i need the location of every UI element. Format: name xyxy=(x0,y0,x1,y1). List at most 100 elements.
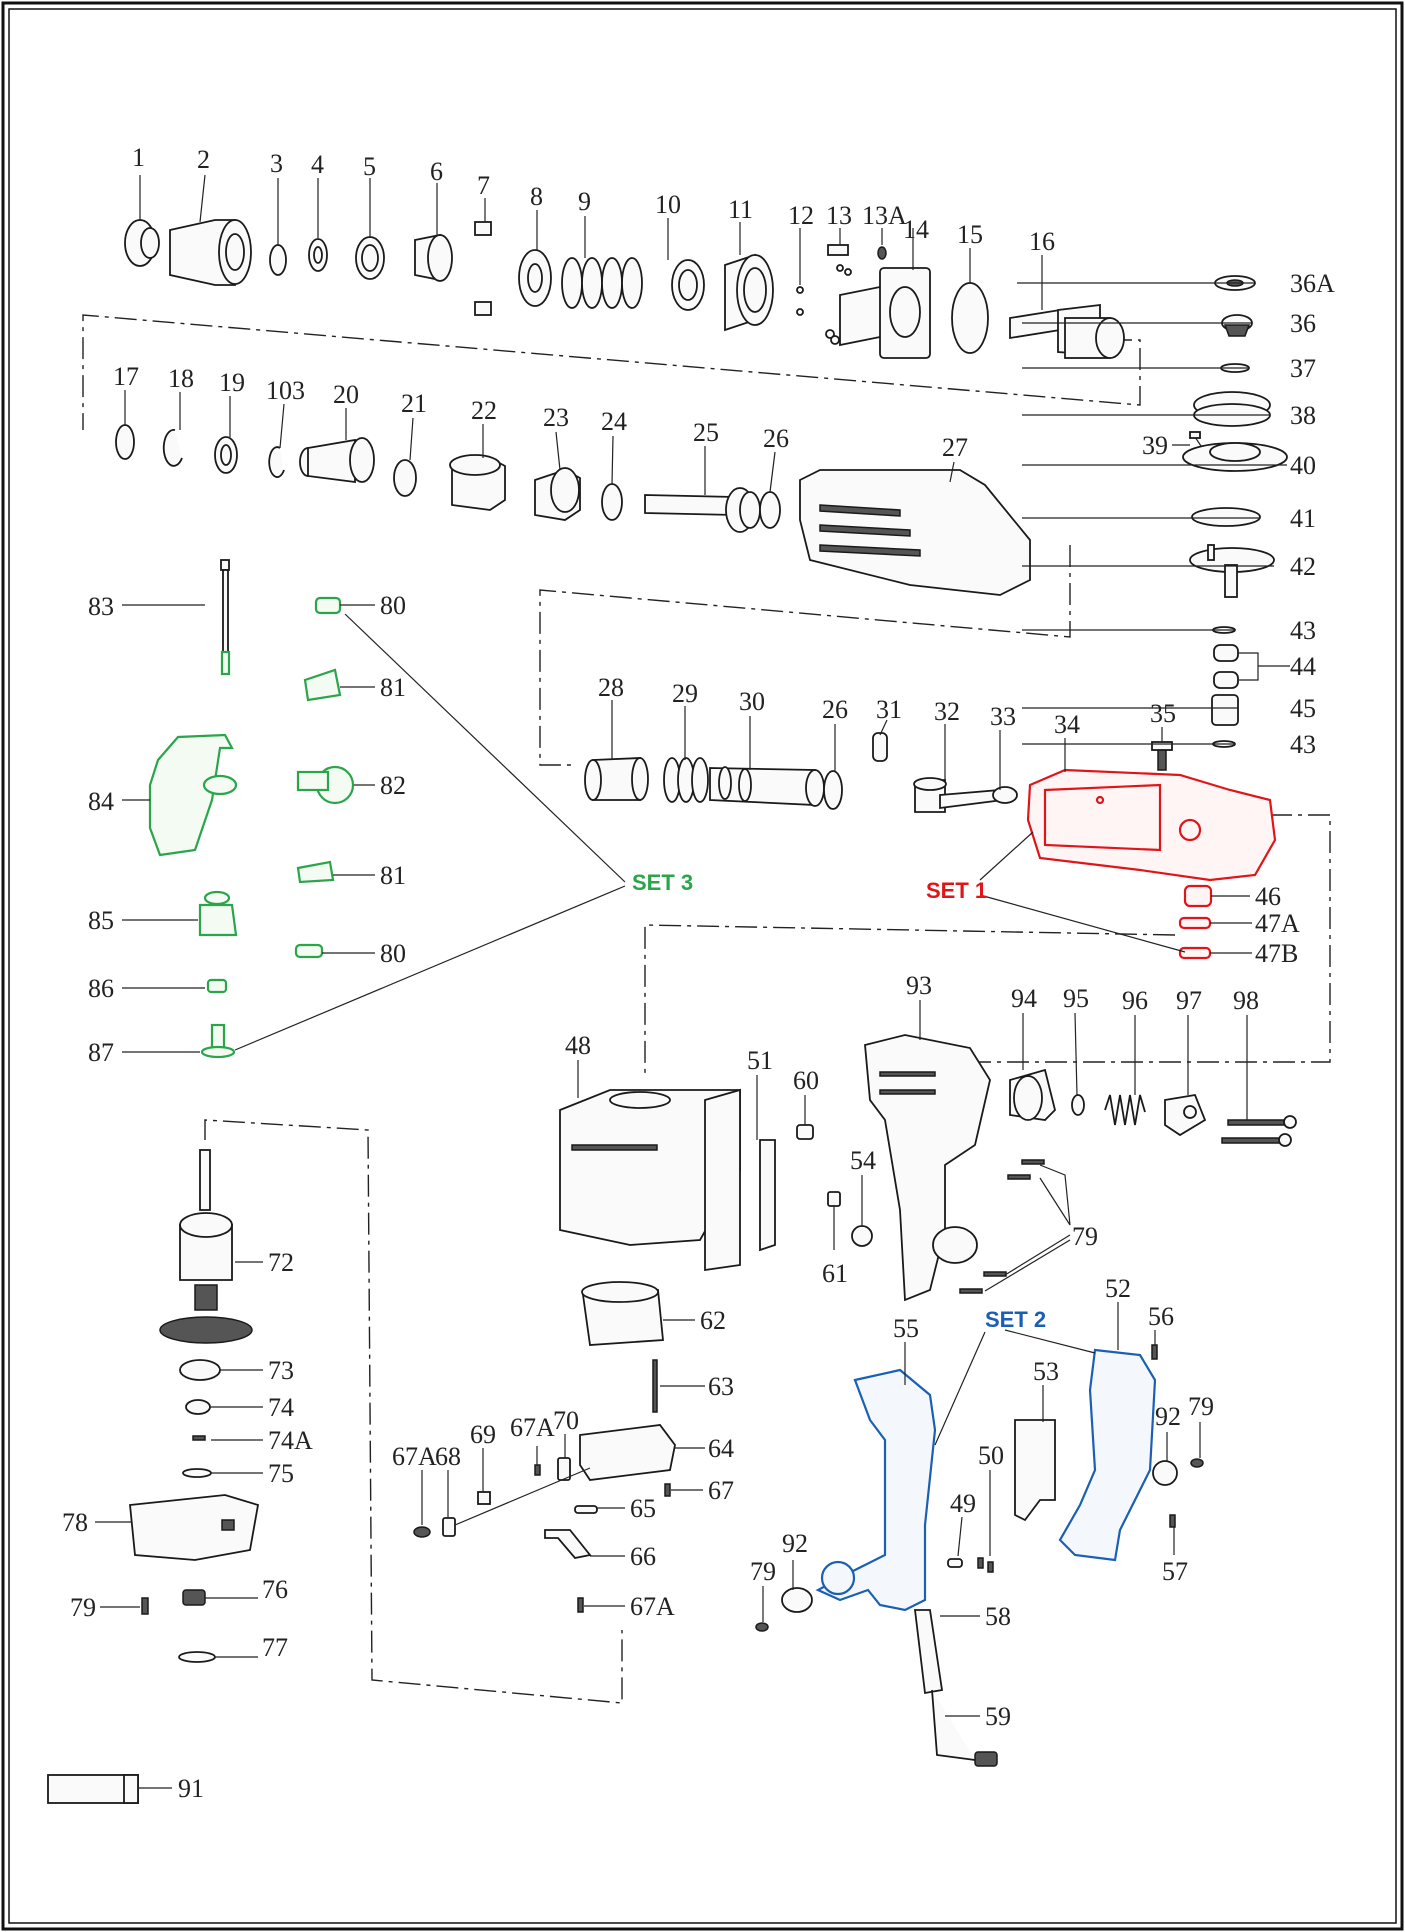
part-57-screw xyxy=(1169,1514,1176,1528)
part-19-washer xyxy=(214,436,238,474)
part-42-crank-gear xyxy=(1189,544,1275,598)
part-21-washer xyxy=(393,459,417,497)
callout-98: 98 xyxy=(1233,986,1259,1015)
callout-77: 77 xyxy=(262,1633,288,1662)
part-94-boot xyxy=(1009,1068,1056,1121)
callout-78: 78 xyxy=(62,1508,88,1537)
part-10-clutch-ring xyxy=(671,259,705,311)
callout-36: 36 xyxy=(1290,309,1316,338)
set3-label: SET 3 xyxy=(632,870,693,895)
part-2-chuck-sleeve xyxy=(169,219,252,286)
callout-43-upper: 43 xyxy=(1290,616,1316,645)
part-65-pin xyxy=(574,1505,598,1514)
callout-47b: 47B xyxy=(1255,939,1298,968)
callout-34: 34 xyxy=(1054,710,1080,739)
callout-93: 93 xyxy=(906,971,932,1000)
part-84-side-handle-clamp-set3 xyxy=(148,733,238,857)
callout-73: 73 xyxy=(268,1356,294,1385)
set3-leader-lines xyxy=(234,613,626,1051)
callout-51: 51 xyxy=(747,1046,773,1075)
callout-28: 28 xyxy=(598,673,624,702)
part-48-motor-housing xyxy=(559,1088,741,1272)
callout-31: 31 xyxy=(876,695,902,724)
part-14-flange-bearing-housing xyxy=(825,267,931,359)
part-97-bracket xyxy=(1164,1093,1207,1137)
callout-70: 70 xyxy=(553,1406,579,1435)
part-83-long-bolt-set3 xyxy=(220,559,231,676)
callout-62: 62 xyxy=(700,1306,726,1335)
part-87-stud-set3 xyxy=(200,1023,236,1059)
part-1-nose-cap xyxy=(124,219,160,267)
callout-85: 85 xyxy=(88,906,114,935)
callout-97: 97 xyxy=(1176,986,1202,1015)
callout-19: 19 xyxy=(219,368,245,397)
callout-50: 50 xyxy=(978,1441,1004,1470)
callout-67a-bottom: 67A xyxy=(630,1592,675,1621)
part-26-o-ring-lower xyxy=(823,770,843,810)
leader-lines xyxy=(95,174,1290,1789)
callout-81-lower: 81 xyxy=(380,861,406,890)
part-3-retaining-ring xyxy=(269,244,287,276)
set2-leader-lines xyxy=(934,1329,1096,1446)
callout-69: 69 xyxy=(470,1420,496,1449)
callout-32: 32 xyxy=(934,697,960,726)
callout-10: 10 xyxy=(655,190,681,219)
callout-63: 63 xyxy=(708,1372,734,1401)
part-79-screw-left xyxy=(755,1622,769,1632)
callout-75: 75 xyxy=(268,1459,294,1488)
part-78-motor-cover xyxy=(129,1494,260,1561)
callout-76: 76 xyxy=(262,1575,288,1604)
part-34-crank-housing-set1 xyxy=(1026,768,1277,882)
part-77-washer xyxy=(178,1651,216,1663)
part-64-switch-bracket xyxy=(579,1424,676,1481)
callout-41: 41 xyxy=(1290,504,1316,533)
callout-81-upper: 81 xyxy=(380,673,406,702)
set1-label: SET 1 xyxy=(926,878,987,903)
part-35-screw xyxy=(1151,741,1173,771)
part-49-spring xyxy=(947,1558,963,1568)
callout-37: 37 xyxy=(1290,354,1316,383)
callout-7: 7 xyxy=(477,171,490,200)
callout-64: 64 xyxy=(708,1434,734,1463)
callout-53: 53 xyxy=(1033,1357,1059,1386)
part-22-clutch xyxy=(449,454,506,511)
part-47b-washer-set1 xyxy=(1178,946,1212,960)
callout-3: 3 xyxy=(270,149,283,178)
callout-29: 29 xyxy=(672,679,698,708)
part-81-pinion-lower-set3 xyxy=(296,860,335,884)
callout-67a-left: 67A xyxy=(392,1442,437,1471)
part-60-brush xyxy=(796,1124,814,1140)
callout-26-lower: 26 xyxy=(822,695,848,724)
callout-79-handle: 79 xyxy=(1072,1222,1098,1251)
part-67a-screw-mid xyxy=(534,1464,541,1476)
part-13a-washer xyxy=(877,246,887,260)
part-58-cord-guard xyxy=(913,1609,944,1695)
part-6-sleeve xyxy=(414,233,453,282)
part-5-ring xyxy=(355,236,385,280)
part-79-screw-cover xyxy=(141,1597,149,1615)
part-59-power-cord xyxy=(931,1689,998,1767)
callout-21: 21 xyxy=(401,389,427,418)
callout-33: 33 xyxy=(990,702,1016,731)
callout-80-lower: 80 xyxy=(380,939,406,968)
part-81-pinion-upper-set3 xyxy=(303,668,342,702)
part-31-piston-pin xyxy=(872,732,888,762)
callout-56: 56 xyxy=(1148,1302,1174,1331)
part-75-washer xyxy=(182,1468,212,1478)
part-45-sleeve xyxy=(1211,694,1239,726)
part-44-needle-bearing xyxy=(1213,644,1239,689)
part-86-nut-set3 xyxy=(206,978,228,994)
callout-25: 25 xyxy=(693,418,719,447)
callout-40: 40 xyxy=(1290,451,1316,480)
callout-83: 83 xyxy=(88,592,114,621)
part-70-switch xyxy=(557,1457,571,1481)
callout-9: 9 xyxy=(578,187,591,216)
part-67a-screw-bottom xyxy=(577,1597,584,1613)
part-8-lock-plate xyxy=(518,249,552,307)
part-26-o-ring-upper xyxy=(759,491,781,529)
part-40-bearing-plate xyxy=(1182,442,1288,472)
part-17-o-ring xyxy=(115,424,135,460)
callout-27: 27 xyxy=(942,433,968,462)
part-51-cover-plate xyxy=(759,1139,776,1252)
